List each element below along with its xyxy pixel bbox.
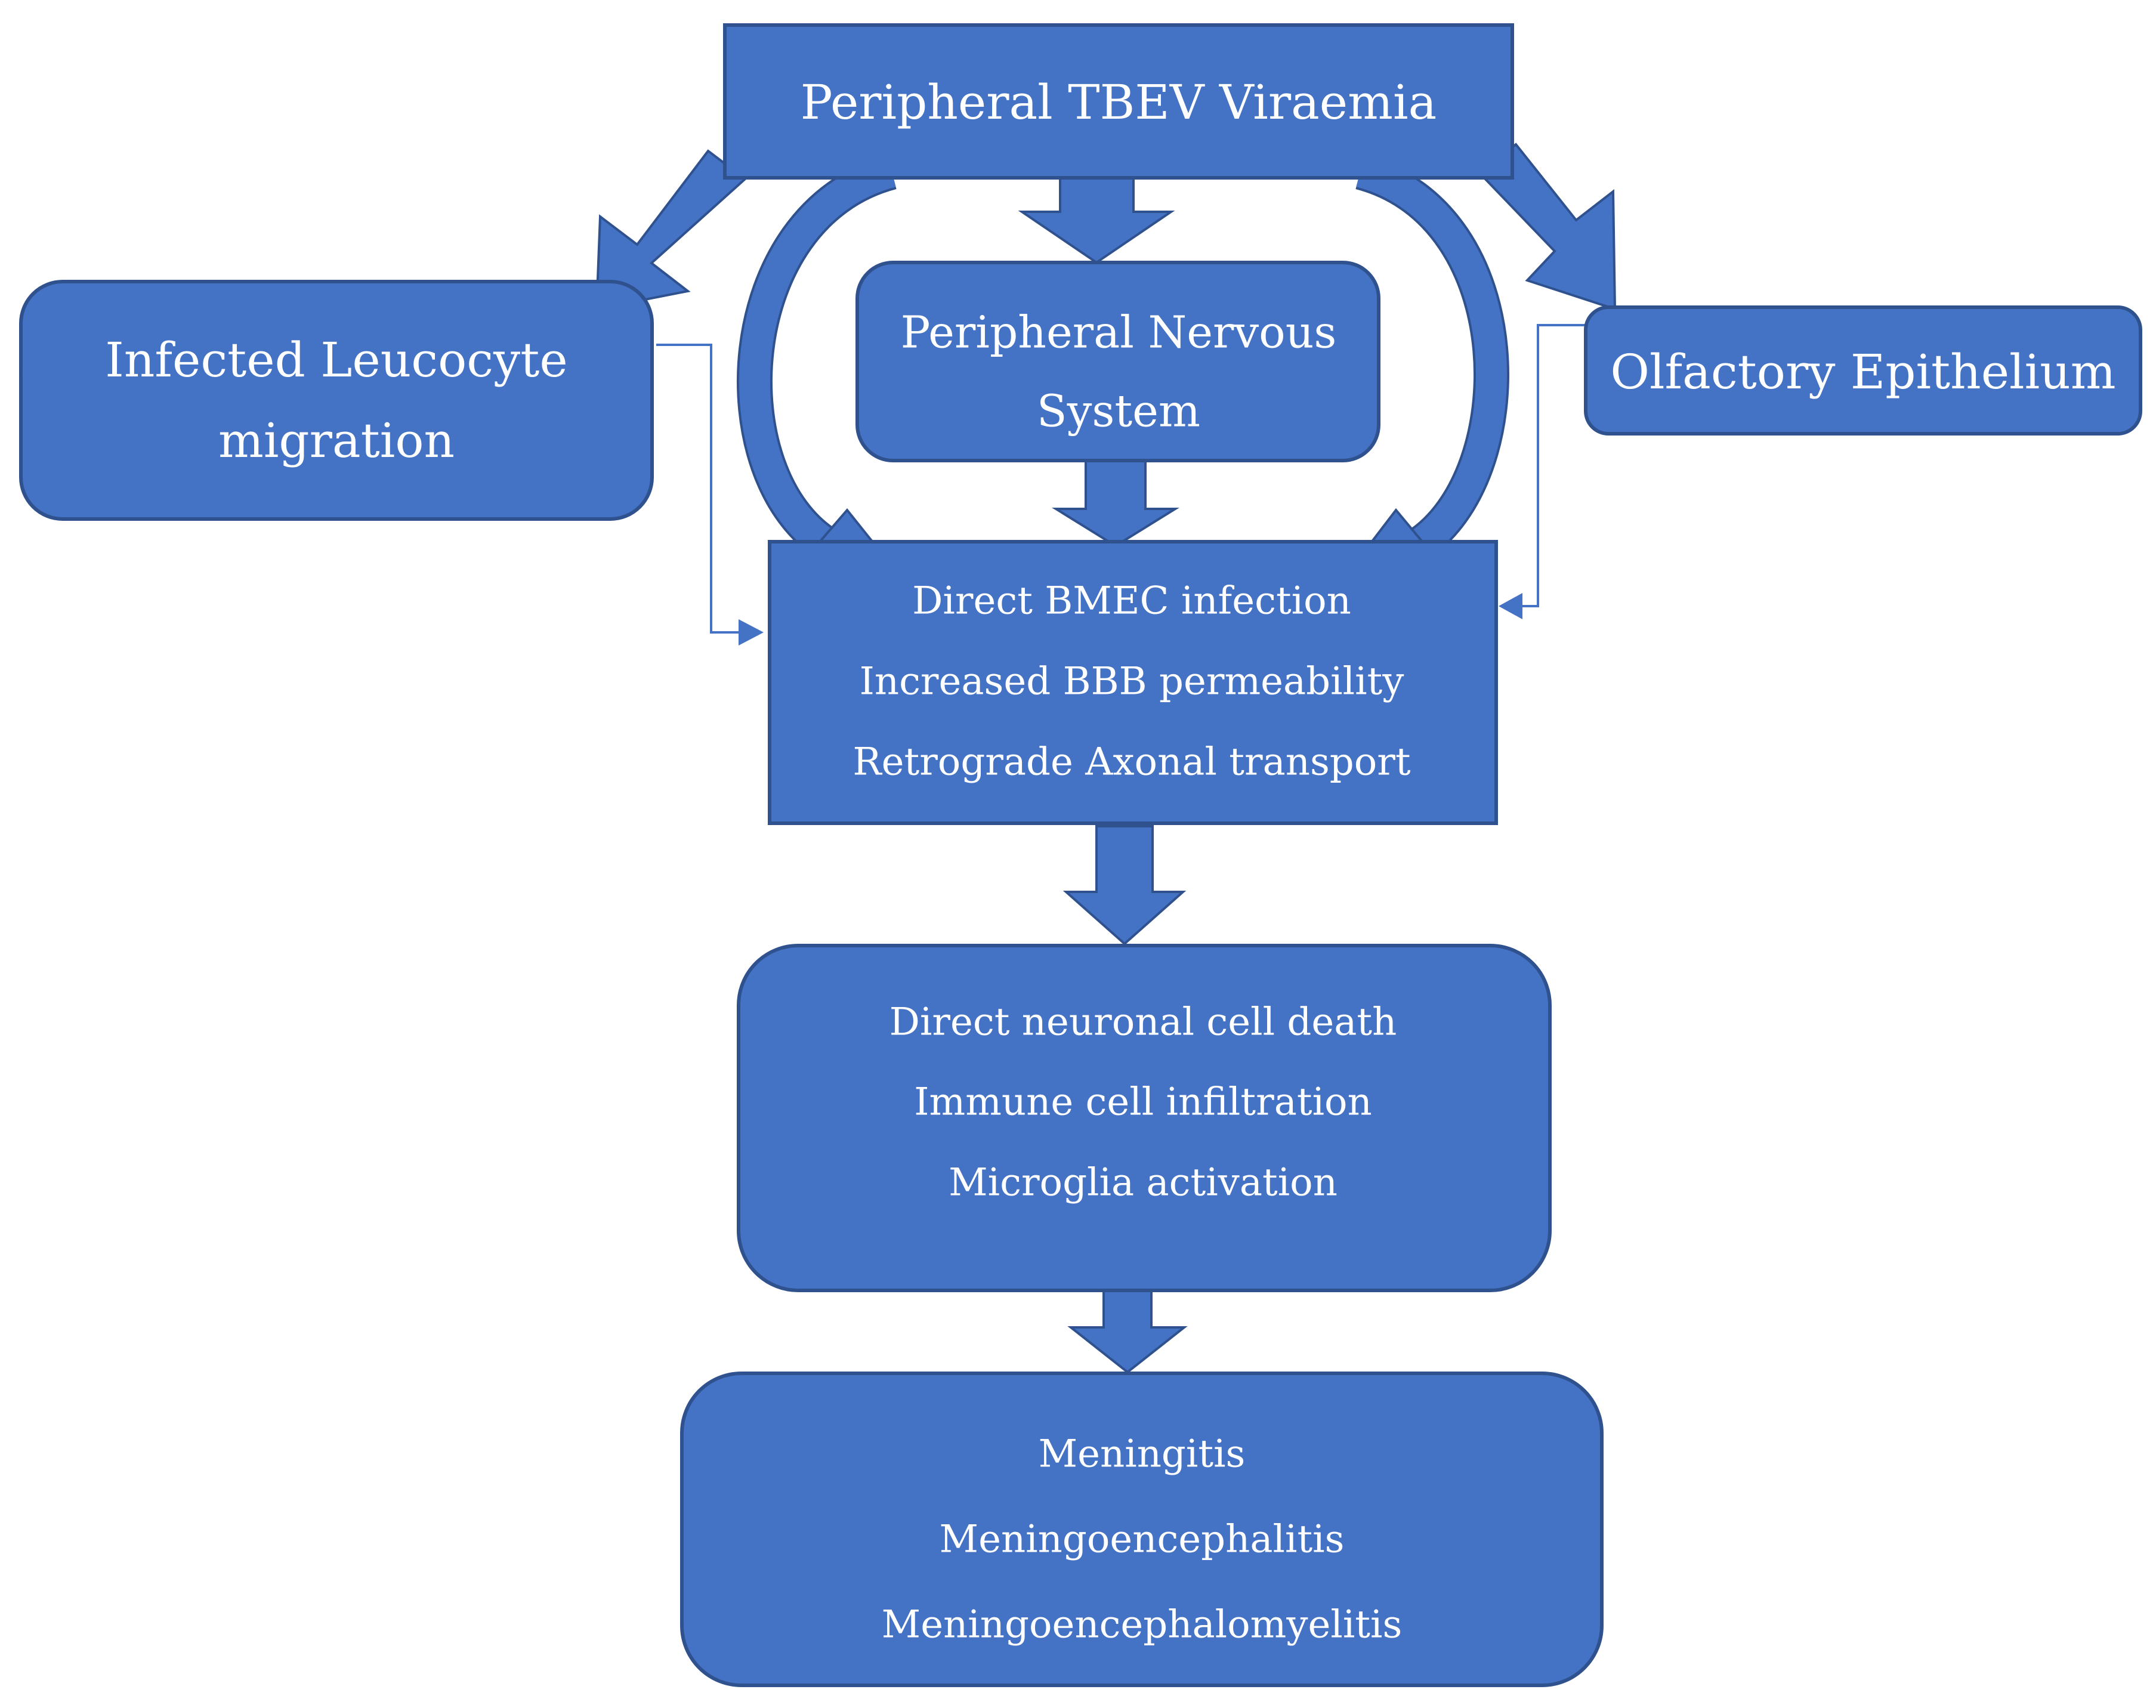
node-outcome: Meningitis Meningoencephalitis Meningoen… — [680, 1372, 1604, 1687]
node-pns-line-2: System — [1037, 385, 1200, 437]
node-pns-line-1: Peripheral Nervous — [901, 307, 1337, 358]
node-outcome-line-1: Meningitis — [1039, 1432, 1246, 1477]
node-viraemia: Peripheral TBEV Viraemia — [723, 23, 1514, 180]
edge-damage-to-outcome — [1067, 1289, 1188, 1374]
node-outcome-line-3: Meningoencephalomyelitis — [882, 1603, 1403, 1647]
node-entry-line-2: Increased BBB permeability — [860, 660, 1404, 704]
node-damage: Direct neuronal cell death Immune cell i… — [737, 944, 1552, 1292]
node-entry-line-3: Retrograde Axonal transport — [852, 740, 1410, 784]
node-viraemia-label: Peripheral TBEV Viraemia — [801, 75, 1437, 130]
node-olfactory: Olfactory Epithelium — [1584, 305, 2142, 436]
node-outcome-line-2: Meningoencephalitis — [940, 1518, 1345, 1562]
node-leucocyte-line-1: Infected Leucocyte — [105, 332, 567, 388]
node-damage-line-1: Direct neuronal cell death — [889, 1000, 1397, 1045]
edge-entry-to-damage — [1062, 825, 1187, 946]
node-leucocyte: Infected Leucocyte migration — [19, 280, 654, 521]
node-damage-line-3: Microglia activation — [949, 1161, 1338, 1205]
edge-olfactory-to-entry — [1499, 324, 1586, 619]
node-entry: Direct BMEC infection Increased BBB perm… — [768, 540, 1498, 825]
edge-leucocyte-to-entry — [656, 344, 764, 645]
node-damage-line-2: Immune cell infiltration — [914, 1080, 1372, 1125]
node-leucocyte-line-2: migration — [218, 413, 455, 468]
edge-pns-to-entry — [1051, 458, 1180, 548]
node-olfactory-label: Olfactory Epithelium — [1610, 344, 2115, 400]
edge-viraemia-to-olfactory — [1478, 143, 1617, 311]
edge-viraemia-to-leucocyte — [595, 149, 748, 311]
node-pns: Peripheral Nervous System — [855, 261, 1380, 462]
node-entry-line-1: Direct BMEC infection — [912, 579, 1351, 623]
